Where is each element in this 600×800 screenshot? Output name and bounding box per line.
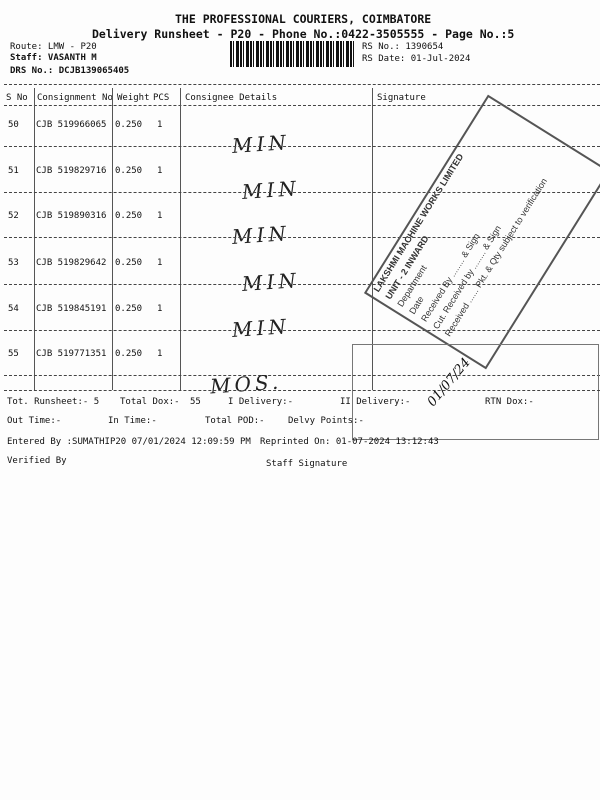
i-delivery: I Delivery:- — [228, 397, 294, 407]
barcode — [230, 41, 354, 67]
row-weight: 0.250 — [115, 120, 143, 130]
row-sno: 51 — [8, 166, 19, 176]
row-sno: 52 — [8, 211, 19, 221]
out-time: Out Time:- — [7, 416, 62, 426]
handwritten-consignee: MIN — [241, 176, 301, 204]
ii-delivery: II Delivery:- — [340, 397, 411, 407]
reprinted-on: Reprinted On: 01-07-2024 13:12:43 — [260, 437, 439, 447]
row-divider — [4, 237, 600, 238]
row-weight: 0.250 — [115, 211, 143, 221]
drs-number: DRS No.: DCJB139065405 — [10, 66, 130, 76]
handwritten-consignee: MIN — [231, 314, 291, 342]
row-pcs: 1 — [157, 166, 163, 176]
rs-number: RS No.: 1390654 — [362, 42, 444, 52]
row-pcs: 1 — [157, 258, 163, 268]
row-consignment-no: CJB 519890316 — [36, 211, 107, 221]
col-pcs: PCS — [153, 93, 170, 103]
row-divider — [4, 284, 600, 285]
row-consignment-no: CJB 519771351 — [36, 349, 107, 359]
in-time: In Time:- — [108, 416, 157, 426]
runsheet-subtitle: Delivery Runsheet - P20 - Phone No.:0422… — [92, 27, 515, 41]
handwritten-consignee: MIN — [231, 130, 291, 158]
entered-by: Entered By :SUMATHIP20 07/01/2024 12:09:… — [7, 437, 251, 447]
handwritten-mos: MOS. — [209, 369, 283, 399]
handwritten-consignee: MIN — [231, 221, 291, 249]
delvy-points: Delvy Points:- — [288, 416, 364, 426]
row-divider — [4, 330, 600, 331]
row-consignment-no: CJB 519966065 — [36, 120, 107, 130]
col-sno: S No — [6, 93, 28, 103]
row-weight: 0.250 — [115, 304, 143, 314]
row-consignment-no: CJB 519829642 — [36, 258, 107, 268]
verified-by: Verified By — [7, 456, 67, 466]
total-pod: Total POD:- — [205, 416, 265, 426]
tot-runsheet: Tot. Runsheet:- 5 — [7, 397, 100, 407]
row-weight: 0.250 — [115, 166, 143, 176]
col-consignment: Consignment No — [37, 93, 113, 103]
row-weight: 0.250 — [115, 349, 143, 359]
row-pcs: 1 — [157, 211, 163, 221]
stamp-box — [352, 344, 599, 440]
total-dox-value: 55 — [190, 397, 201, 407]
route: Route: LMW - P20 — [10, 42, 97, 52]
handwritten-consignee: MIN — [241, 268, 301, 296]
col-weight: Weight — [117, 93, 150, 103]
row-pcs: 1 — [157, 349, 163, 359]
row-consignment-no: CJB 519845191 — [36, 304, 107, 314]
company-title: THE PROFESSIONAL COURIERS, COIMBATORE — [175, 12, 432, 26]
row-sno: 50 — [8, 120, 19, 130]
row-sno: 53 — [8, 258, 19, 268]
col-consignee: Consignee Details — [185, 93, 278, 103]
rs-date: RS Date: 01-Jul-2024 — [362, 54, 471, 64]
row-divider — [4, 192, 600, 193]
row-sno: 54 — [8, 304, 19, 314]
staff-signature: Staff Signature — [266, 459, 348, 469]
total-dox-label: Total Dox:- — [120, 397, 180, 407]
row-weight: 0.250 — [115, 258, 143, 268]
row-sno: 55 — [8, 349, 19, 359]
company-stamp: LAKSHMI MACHINE WORKS LIMITED UNIT - 2 I… — [363, 94, 600, 370]
row-pcs: 1 — [157, 120, 163, 130]
row-divider — [4, 146, 600, 147]
row-pcs: 1 — [157, 304, 163, 314]
row-consignment-no: CJB 519829716 — [36, 166, 107, 176]
row-divider — [4, 375, 600, 376]
rtn-dox: RTN Dox:- — [485, 397, 534, 407]
staff: Staff: VASANTH M — [10, 53, 97, 63]
col-signature: Signature — [377, 93, 426, 103]
